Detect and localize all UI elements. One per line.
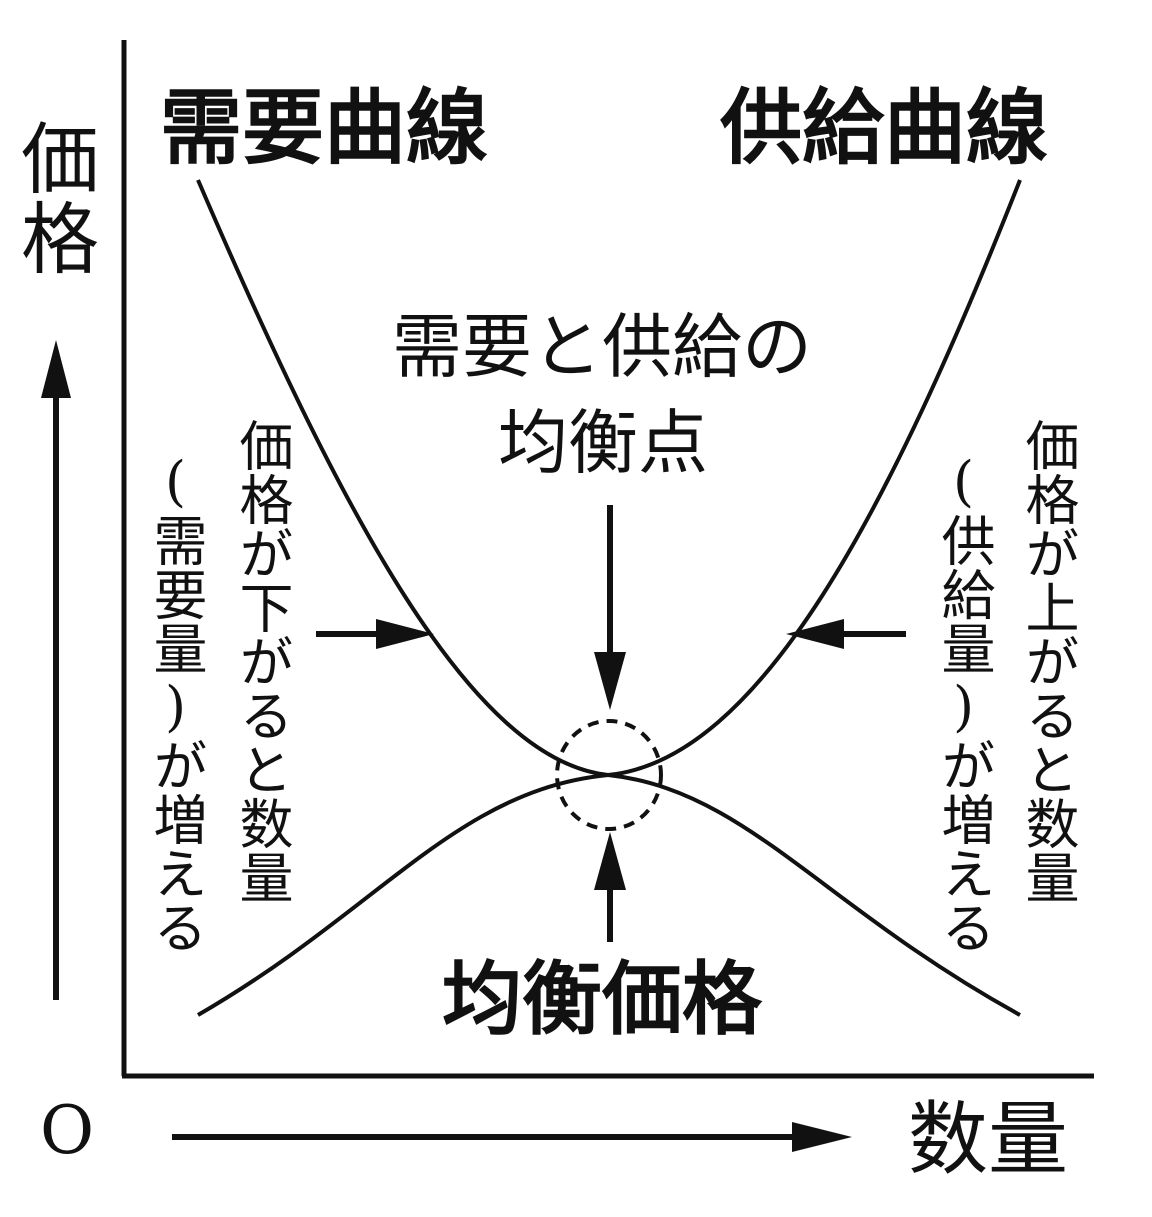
x-axis-label: 数量: [908, 1093, 1068, 1186]
origin-label: O: [40, 1092, 95, 1169]
right-note-line2: (供給量)が増える: [932, 450, 995, 954]
equilibrium-point-label-line1: 需要と供給の: [392, 306, 812, 388]
demand-curve-label: 需要曲線: [160, 81, 489, 176]
y-axis-label: 価格: [8, 118, 98, 278]
left-note-line2: (需要量)が増える: [144, 450, 207, 954]
right-note-line1: 価格が上がると数量: [1016, 418, 1079, 904]
left-note-line1: 価格が下がると数量: [230, 418, 293, 904]
supply-curve: [197, 179, 1022, 1017]
equilibrium-point-label-line2: 均衡点: [498, 402, 708, 484]
equilibrium-price-label: 均衡価格: [442, 953, 762, 1046]
arrow-up-to-equilibrium-head: [594, 832, 626, 890]
quantity-axis-arrow-head: [792, 1122, 852, 1152]
arrow-down-to-equilibrium-head: [594, 652, 626, 710]
supply-curve-label: 供給曲線: [720, 81, 1049, 176]
price-axis-arrow-head: [41, 340, 71, 398]
demand-curve: [196, 179, 1021, 1017]
right-arrow-head: [786, 619, 844, 649]
equilibrium-circle: [555, 719, 663, 831]
left-arrow-head: [376, 619, 434, 649]
